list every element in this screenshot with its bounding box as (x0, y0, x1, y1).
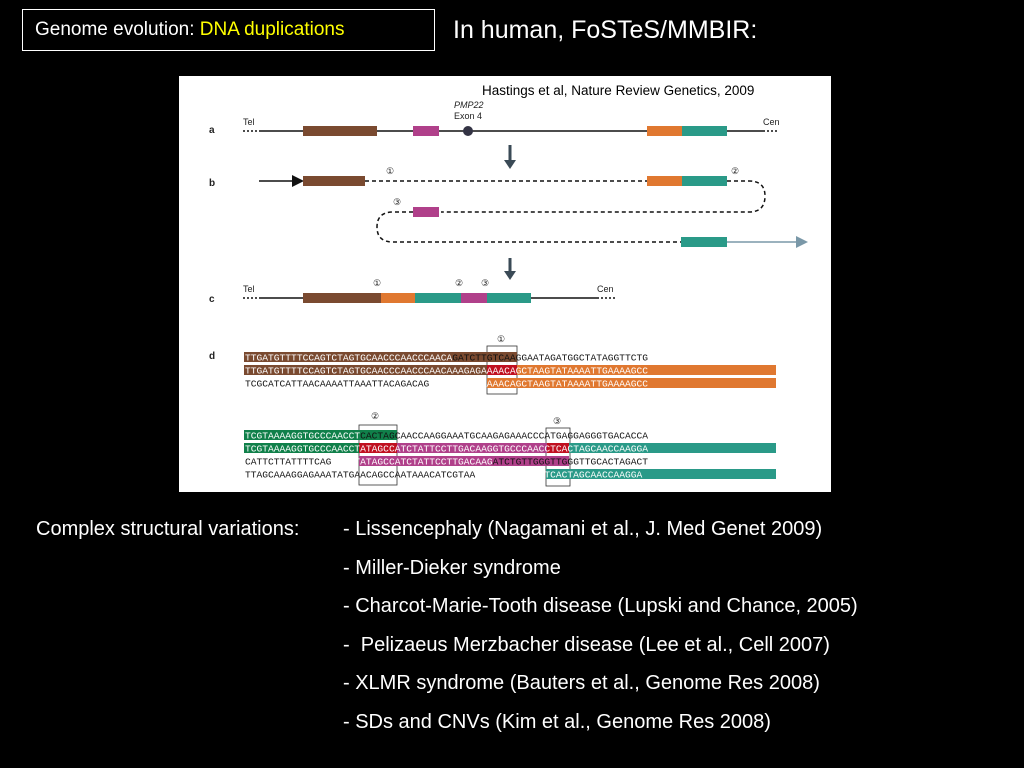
seq2-row3-junction2-bg (547, 456, 569, 466)
gene-label: PMP22 (454, 100, 484, 110)
exon4-marker (463, 126, 473, 136)
pink-block-a (413, 126, 439, 136)
cv-item: - Lissencephaly (Nagamani et al., J. Med… (343, 518, 823, 540)
junction-box-2 (358, 424, 398, 486)
step-2-label-d: ② (371, 411, 379, 421)
seq2-row2-green-bg (244, 443, 359, 453)
dashed-loop-2 (376, 211, 681, 243)
seq2-row3-pink-bg (397, 456, 547, 466)
seq2-row4-junction-bg (546, 469, 569, 479)
teal-block-b2 (681, 237, 727, 247)
tel-label-c: Tel (243, 284, 255, 294)
seq2-row2-pink-bg (397, 443, 547, 453)
seq1-row2-red-bg (487, 365, 517, 375)
step-1-label-c: ① (373, 278, 381, 288)
fostes-diagram: a Tel Cen PMP22 Exon 4 b ① ② ③ (209, 100, 808, 487)
seq2-row3: CATTCTTATTTTCAGAACCTATAGCCATCTATTCCTTGAC… (245, 457, 648, 468)
cen-label-c: Cen (597, 284, 614, 294)
seq1-row2-orange-bg (517, 365, 776, 375)
dashed-loop-1 (441, 180, 766, 213)
seq2-row1-junction-bg (359, 430, 397, 440)
down-arrow-2-head (504, 271, 516, 280)
seq1-row3-junction-bg (487, 378, 517, 388)
step-1-label-d: ① (497, 334, 505, 344)
seq2-row4: TTAGCAAAGGAGAAATATGAACAGCCAATAAACATCGTAA… (245, 470, 643, 481)
seq1-row3: TCGCATCATTAACAAAATTAAATTACAGACAGAACAAAGA… (245, 379, 648, 390)
orange-block-b (647, 176, 682, 186)
orange-block-a (647, 126, 682, 136)
seq1-row1-brown-bg (244, 352, 487, 362)
orange-block-c (381, 293, 415, 303)
seq2-row4-teal-bg (569, 469, 776, 479)
step-1-label-b: ① (386, 166, 394, 176)
cv-item: - Pelizaeus Merzbacher disease (Lee et a… (343, 633, 830, 656)
teal-block-b (682, 176, 727, 186)
cv-item: - XLMR syndrome (Bauters et al., Genome … (343, 672, 820, 694)
seq1-row2-brown-bg (244, 365, 487, 375)
seq1-row2: TTGATGTTTTCCAGTCTAGTGCAACCCAACCCAACAAAGA… (245, 366, 648, 377)
seq1-row1-junction-bg (487, 352, 517, 362)
slide-subtitle: In human, FoSTeS/MMBIR: (453, 16, 758, 44)
seq2-row2-red-bg-2 (547, 443, 569, 453)
seq2-row2-teal-bg (569, 443, 776, 453)
title-prefix: Genome evolution: (35, 19, 200, 40)
brown-block-b (303, 176, 365, 186)
step-2-label-b: ② (731, 166, 739, 176)
brown-block-c (303, 293, 381, 303)
cv-label: Complex structural variations: (36, 518, 300, 540)
brown-block-a (303, 126, 377, 136)
cv-item: - Charcot-Marie-Tooth disease (Lupski an… (343, 595, 858, 617)
panel-d-label: d (209, 351, 215, 362)
seq1-row3-orange-bg (517, 378, 776, 388)
step-3-label-d: ③ (553, 416, 561, 426)
cen-label-a: Cen (763, 117, 780, 127)
panel-c-label: c (209, 294, 215, 305)
cv-list: - Lissencephaly (Nagamani et al., J. Med… (343, 518, 858, 749)
step-2-label-c: ② (455, 278, 463, 288)
exon-label: Exon 4 (454, 111, 482, 121)
panel-a-label: a (209, 125, 215, 136)
tel-label-a: Tel (243, 117, 255, 127)
down-arrow-1-head (504, 160, 516, 169)
slide-title: Genome evolution: DNA duplications (22, 9, 435, 51)
step-3-label-c: ③ (481, 278, 489, 288)
seq2-row2: TCGTAAAAGGTGCCCAACCTATAGCCATCTATTCCTTGAC… (245, 444, 648, 455)
panel-b-label: b (209, 178, 215, 189)
teal-block-c2 (487, 293, 531, 303)
pink-block-b (413, 207, 439, 217)
seq2-row2-red-bg-1 (359, 443, 397, 453)
seq1-row1: TTGATGTTTTCCAGTCTAGTGCAACCCAACCCAACAGATC… (245, 353, 648, 364)
teal-block-c1 (415, 293, 461, 303)
seq2-row1: TCGTAAAAGGTGCCCAACCTCACTAGCAACCAAGGAAATG… (245, 431, 648, 442)
cv-item: - Miller-Dieker syndrome (343, 556, 561, 579)
step-3-label-b: ③ (393, 197, 401, 207)
seq2-row1-green-bg (244, 430, 359, 440)
fostes-figure: a Tel Cen PMP22 Exon 4 b ① ② ③ (179, 76, 831, 492)
figure-citation: Hastings et al, Nature Review Genetics, … (482, 83, 755, 98)
seq2-row3-junction-bg (359, 456, 397, 466)
cv-item: - SDs and CNVs (Kim et al., Genome Res 2… (343, 710, 771, 733)
title-highlight: DNA duplications (199, 19, 345, 40)
pink-block-c (461, 293, 487, 303)
teal-block-a (682, 126, 727, 136)
